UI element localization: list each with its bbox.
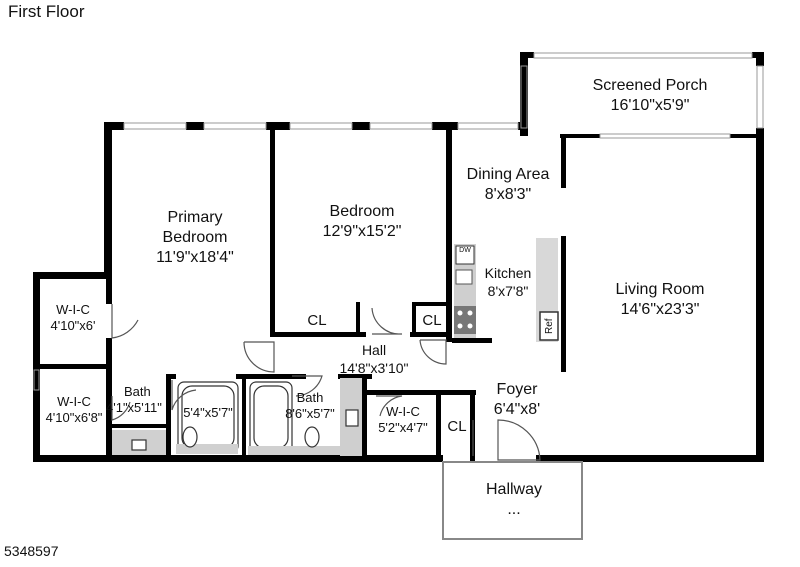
wic-lower-label: W-I-C 4'10"x6'8" [38, 394, 110, 427]
bedroom-label: Bedroom 12'9"x15'2" [292, 202, 432, 242]
floor-title: First Floor [8, 2, 85, 21]
bath-tub1-label: 5'4"x5'7" [176, 405, 240, 421]
room-dots: ... [507, 501, 521, 518]
listing-number: 5348597 [4, 543, 59, 559]
room-dims: 4'1"x5'11" [106, 400, 162, 416]
room-dims: 5'2"x4'7" [378, 420, 428, 436]
room-name: Bath [296, 390, 324, 405]
room-name: Hall [361, 342, 387, 358]
hallway-label: Hallway ... [474, 480, 554, 520]
room-dims: 4'10"x6' [50, 318, 96, 334]
room-dims: 6'4"x8' [493, 401, 541, 418]
room-dims: 8'6"x5'7" [285, 406, 335, 422]
wic-upper-label: W-I-C 4'10"x6' [40, 302, 106, 335]
room-dims: 14'8"x3'10" [339, 359, 409, 376]
room-dims: 4'10"x6'8" [45, 410, 103, 426]
bathroom-fixtures [112, 378, 362, 456]
room-name: Bedroom [329, 203, 395, 220]
room-dims: 12'9"x15'2" [322, 223, 402, 240]
room-name: W-I-C [56, 302, 90, 317]
dishwasher-label: DW [459, 247, 471, 254]
room-name: Hallway [485, 481, 542, 498]
room-dims: 8'x7'8" [487, 282, 529, 299]
screened-porch-label: Screened Porch 16'10"x5'9" [560, 76, 740, 116]
bath-small-label: Bath 4'1"x5'11" [106, 384, 172, 417]
kitchen-label: Kitchen 8'x7'8" [478, 265, 538, 300]
room-name-line1: Primary [167, 209, 223, 226]
bedroom-closet-label: CL [307, 312, 327, 329]
room-name: Living Room [615, 281, 705, 298]
wic-center-label: W-I-C 5'2"x4'7" [370, 404, 436, 437]
primary-bedroom-label: Primary Bedroom 11'9"x18'4" [125, 208, 265, 268]
exterior-walls [33, 52, 764, 462]
room-name: Foyer [496, 381, 538, 398]
room-dims: 16'10"x5'9" [610, 97, 690, 114]
room-dims: 11'9"x18'4" [156, 249, 234, 266]
doors [111, 304, 541, 461]
foyer-closet-label: CL [447, 418, 467, 435]
kitchen-fixtures [454, 238, 559, 342]
interior-walls [35, 128, 566, 462]
room-dims: 5'4"x5'7" [183, 405, 233, 420]
room-name: Kitchen [484, 265, 532, 281]
hall-label: Hall 14'8"x3'10" [318, 342, 430, 377]
room-name-line2: Bedroom [162, 229, 228, 246]
hallway-outline [442, 461, 583, 540]
room-name: Dining Area [466, 166, 550, 183]
bath-main-label: Bath 8'6"x5'7" [278, 390, 342, 423]
room-name: Bath [124, 384, 151, 399]
foyer-label: Foyer 6'4"x8' [476, 380, 558, 420]
room-name: W-I-C [57, 394, 91, 409]
room-name: W-I-C [386, 404, 420, 419]
room-dims: 8'x8'3" [484, 186, 532, 203]
living-room-label: Living Room 14'6"x23'3" [590, 280, 730, 320]
refrigerator-label: Ref [543, 318, 555, 335]
windows [33, 52, 764, 391]
dining-area-label: Dining Area 8'x8'3" [448, 165, 568, 205]
room-dims: 14'6"x23'3" [620, 301, 700, 318]
room-name: Screened Porch [592, 77, 708, 94]
hall-closet-label: CL [422, 312, 442, 329]
